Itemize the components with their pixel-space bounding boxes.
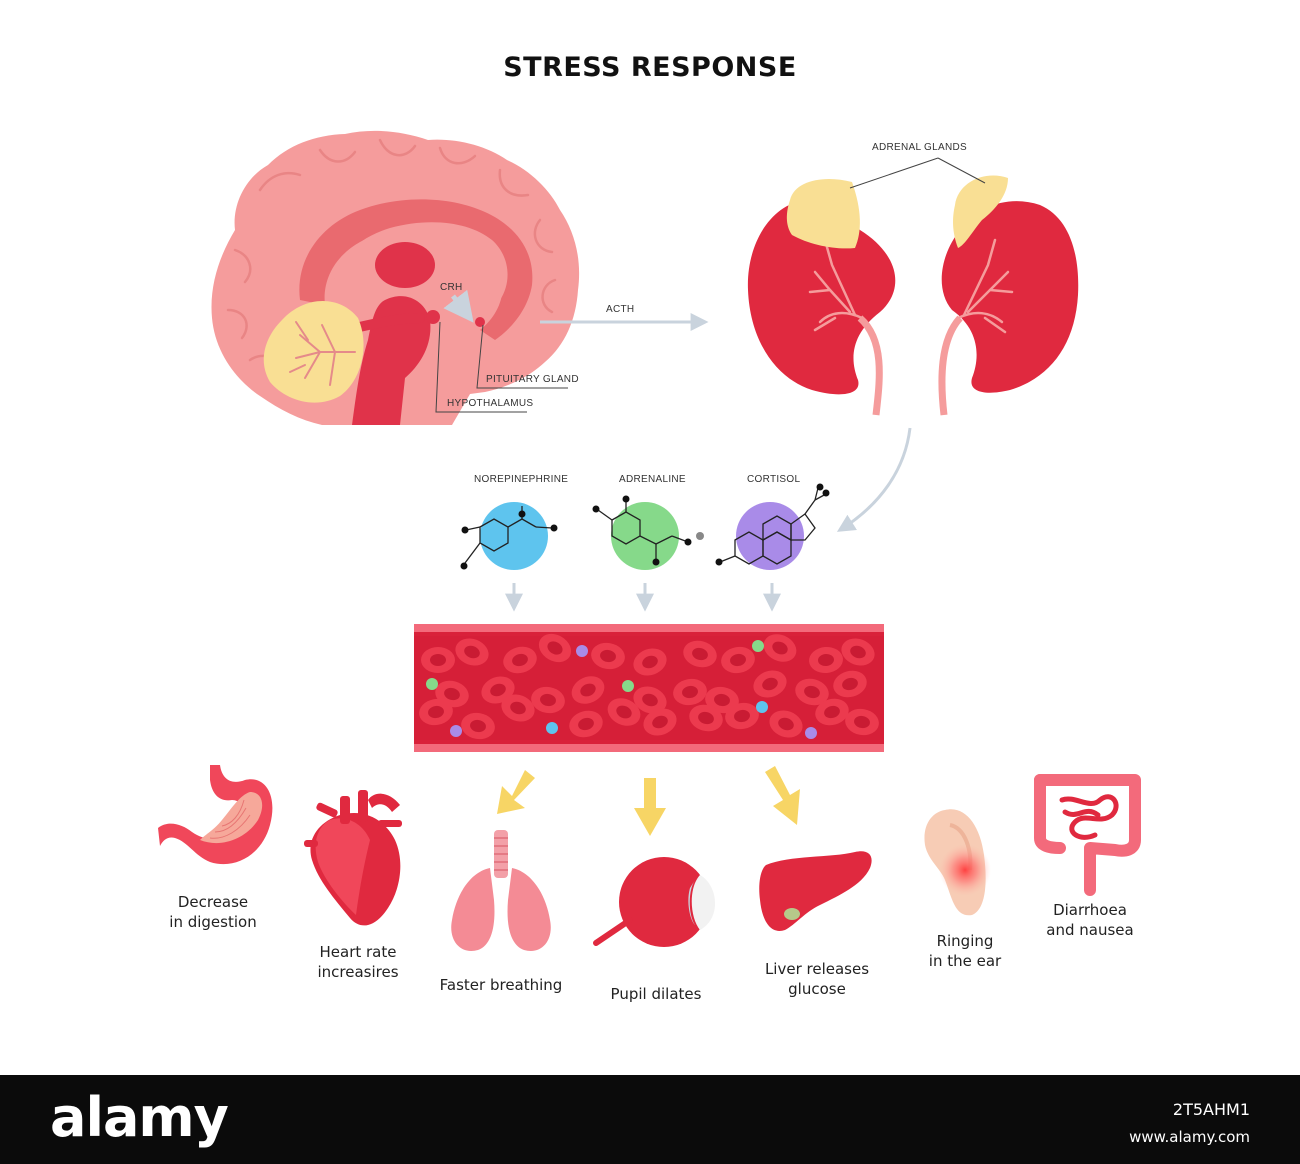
red-blood-cell-center	[730, 653, 746, 667]
liver-icon	[759, 851, 872, 931]
effect-caption-breathing: Faster breathing	[439, 976, 563, 994]
adrenaline-label: ADRENALINE	[619, 474, 686, 485]
red-blood-cell-center	[842, 677, 858, 691]
red-blood-cell-center	[778, 717, 794, 731]
red-blood-cell-center	[652, 715, 668, 729]
crh-label: CRH	[440, 282, 463, 293]
red-blood-cell-center	[762, 677, 778, 691]
blood-vessel	[414, 624, 884, 752]
red-blood-cell-center	[444, 687, 460, 701]
red-blood-cell-center	[600, 649, 616, 663]
red-blood-cell-center	[547, 641, 563, 655]
kidneys-icon	[747, 157, 1079, 416]
stress-diagram	[158, 130, 1141, 951]
red-blood-cell-center	[470, 719, 486, 733]
lungs-icon	[451, 830, 551, 951]
red-blood-cell-center	[642, 655, 658, 669]
red-blood-cell-center	[824, 705, 840, 719]
kidney-to-hormone-arrow	[836, 427, 912, 532]
effect-caption-pupil: Pupil dilates	[610, 985, 702, 1003]
red-blood-cells	[419, 633, 879, 740]
hormone-cortisol	[715, 483, 830, 570]
alamy-logo: alamy	[50, 1086, 229, 1149]
hypothalamus-label: HYPOTHALAMUS	[447, 398, 534, 409]
red-blood-cell-center	[818, 653, 834, 667]
acth-label: ACTH	[606, 304, 635, 315]
red-blood-cell-center	[512, 653, 528, 667]
red-blood-cell-center	[642, 693, 658, 707]
red-blood-cell-center	[772, 641, 788, 655]
red-blood-cell-center	[682, 685, 698, 699]
effect-arrows	[497, 766, 800, 836]
hormone-particles	[426, 640, 817, 739]
red-blood-cell-center	[850, 645, 866, 659]
red-blood-cell-center	[430, 654, 446, 666]
intestine-icon	[1034, 774, 1141, 896]
brain-icon	[211, 130, 580, 425]
red-blood-cell-center	[616, 705, 632, 719]
adrenal-glands-label: ADRENAL GLANDS	[872, 142, 967, 153]
red-blood-cell-center	[692, 647, 708, 661]
page-title: STRESS RESPONSE	[503, 52, 797, 83]
red-blood-cell-center	[580, 683, 596, 697]
red-blood-cell-center	[578, 717, 594, 731]
hormone-arrows	[505, 583, 781, 612]
adrenaline-circle	[611, 502, 679, 570]
red-blood-cell-center	[540, 693, 556, 707]
hormone-adrenaline	[592, 495, 704, 570]
red-blood-cell-center	[464, 645, 480, 659]
red-blood-cell-center	[510, 701, 526, 715]
norepinephrine-label: NOREPINEPHRINE	[474, 474, 569, 485]
site-url: www.alamy.com	[1129, 1128, 1250, 1146]
image-id: 2T5AHM1	[1172, 1100, 1250, 1119]
norepinephrine-circle	[480, 502, 548, 570]
red-blood-cell-center	[490, 683, 506, 697]
watermark-bar	[0, 1075, 1300, 1164]
red-blood-cell-center	[428, 705, 444, 719]
red-blood-cell-center	[698, 711, 714, 725]
ear-icon	[924, 809, 991, 916]
eye-icon	[593, 857, 716, 947]
cortisol-label: CORTISOL	[747, 474, 801, 485]
stomach-icon	[158, 765, 273, 865]
red-blood-cell-center	[714, 693, 730, 707]
red-blood-cell-center	[804, 685, 820, 699]
red-blood-cell-center	[734, 709, 750, 723]
pituitary-gland-label: PITUITARY GLAND	[486, 374, 579, 385]
hormone-norepinephrine	[460, 502, 558, 570]
red-blood-cell-center	[854, 715, 870, 729]
heart-icon	[304, 790, 402, 926]
